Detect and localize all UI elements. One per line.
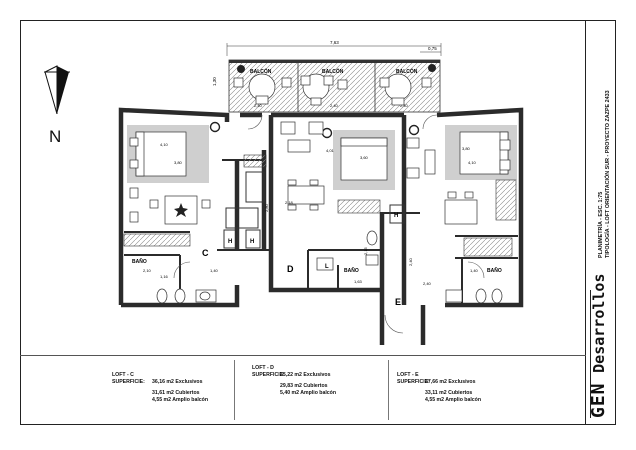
bath-fixtures [156, 230, 503, 304]
loft-name: LOFT - D [252, 365, 274, 371]
dim-mid-d: 2,80 [264, 203, 269, 212]
loft-cubiertos: 33,11 m2 Cubiertos [425, 390, 473, 396]
loft-exclusivos: 37,66 m2 Exclusivos [425, 379, 476, 385]
loft-exclusivos: 35,22 m2 Exclusivos [280, 372, 331, 378]
info-divider-1 [234, 360, 235, 420]
unit-label-e: E [395, 297, 401, 307]
loft-sup-label: SUPERFICIE: [252, 372, 285, 378]
loft-info-e: LOFT - E SUPERFICIE: 37,66 m2 Exclusivos… [397, 372, 517, 404]
bath-label-e: BAÑO [487, 267, 502, 274]
plants [209, 64, 436, 139]
loft-name: LOFT - C [112, 372, 134, 378]
drawing-sheet [20, 20, 586, 425]
furniture [129, 121, 511, 225]
unit-label-c: C [202, 248, 209, 258]
top-dimension [226, 43, 442, 56]
dim-bath-d: 1,63 [354, 279, 363, 284]
loft-cubiertos: 31,61 m2 Cubiertos [152, 390, 200, 396]
north-arrow-icon [44, 65, 70, 114]
dim-bed-c-h: 4,10 [160, 142, 169, 147]
loft-info-d: LOFT - D SUPERFICIE: 35,22 m2 Exclusivos… [252, 365, 372, 397]
dim-bed-d-h: 4,01 [326, 148, 335, 153]
decor-star-icon [174, 203, 188, 217]
kitchen-blocks [123, 154, 517, 257]
loft-balcon: 5,40 m2 Amplio balcón [280, 390, 337, 396]
loft-info-c: LOFT - C SUPERFICIE: 36,16 m2 Exclusivos… [112, 372, 232, 404]
dim-bed-e-h: 4,10 [468, 160, 477, 165]
loft-balcon: 4,55 m2 Amplio balcón [152, 397, 209, 403]
loft-balcon: 4,55 m2 Amplio balcón [425, 397, 482, 403]
dim-bed-e: 3,80 [462, 146, 471, 151]
walls [118, 107, 524, 345]
closets-h [223, 171, 405, 249]
dim-balc-d: 2,40 [330, 103, 339, 108]
dim-bath-c3: 1,40 [210, 268, 219, 273]
dim-e-h: 2,40 [408, 257, 413, 266]
brand-logo: GEN Desarrollos [588, 274, 609, 419]
dim-bath-c2: 1,16 [160, 274, 169, 279]
dim-bed-c: 3,80 [174, 160, 183, 165]
closet-label-h3: H [394, 213, 398, 219]
title-text: PLANIMETRÍA - ESC. 1:75 TIPOLOGÍA - LOFT… [598, 90, 612, 258]
dim-top-right: 0,75 [428, 46, 437, 51]
beds [127, 125, 517, 190]
balcony-furniture [233, 73, 432, 106]
doors [173, 114, 485, 334]
balcon-label-d: BALCÓN [322, 67, 344, 75]
dim-balc-c: 2,40 [254, 103, 263, 108]
dim-bath-d2: 2,15 [363, 246, 368, 255]
dim-wall-d: 2,18 [285, 200, 294, 205]
bath-label-c: BAÑO [132, 258, 147, 265]
loft-exclusivos: 36,16 m2 Exclusivos [152, 379, 203, 385]
balcon-label-e: BALCÓN [396, 67, 418, 75]
loft-cubiertos: 29,83 m2 Cubiertos [280, 383, 328, 389]
dim-bath-e2: 1,40 [470, 268, 479, 273]
dim-top-total: 7,63 [330, 40, 339, 45]
title-column [586, 20, 616, 425]
loft-sup-label: SUPERFICIE: [112, 379, 145, 385]
info-divider [20, 355, 586, 356]
dim-balcony-h: 1,30 [212, 77, 217, 86]
title-line-2: TIPOLOGÍA - LOFT ORIENTACIÓN SUR - PROYE… [605, 90, 611, 258]
info-divider-2 [388, 360, 389, 420]
dim-bath-c: 2,10 [143, 268, 152, 273]
bath-label-d: BAÑO [344, 267, 359, 274]
brand-gen: GEN [588, 382, 609, 418]
loft-sup-label: SUPERFICIE: [397, 379, 430, 385]
loft-name: LOFT - E [397, 372, 419, 378]
north-letter: N [49, 127, 62, 146]
balcon-label-c: BALCÓN [250, 67, 272, 75]
dim-balc-e: 2,40 [400, 103, 409, 108]
closet-label-h2: H [250, 239, 254, 245]
unit-label-d: D [287, 264, 294, 274]
dim-bed-d: 3,60 [360, 155, 369, 160]
brand-divider [590, 290, 591, 418]
closet-label-h1: H [228, 239, 232, 245]
title-line-1: PLANIMETRÍA - ESC. 1:75 [598, 191, 604, 258]
laundry-label-l: L [325, 264, 329, 270]
dim-bath-e: 2,40 [423, 281, 432, 286]
brand-desarrollos: Desarrollos [590, 273, 608, 373]
